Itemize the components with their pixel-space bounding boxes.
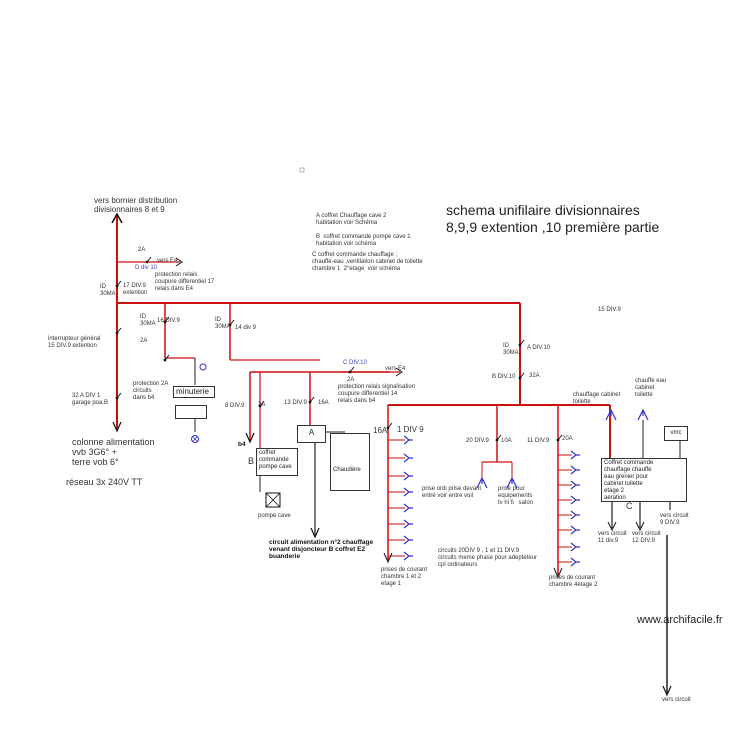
label-reseau: réseau 3x 240V TT (66, 477, 143, 487)
label-prises-ch12: prises de courant chambre 1 et 2 etage 1 (381, 567, 428, 587)
label-colonne: colonne alimentation vvb 3G6° + terre vo… (72, 437, 155, 467)
chaudiere-box: Chaudière (330, 433, 370, 491)
label-pompe: pompe cave (258, 513, 291, 519)
label-2a-c: 2A (347, 377, 355, 383)
label-16a-div9: 16A (373, 426, 388, 435)
label-box-c: C (626, 501, 633, 511)
label-10a: 10A (501, 438, 512, 444)
label-prise-ordi: prise ordi prise devant entré voir entre… (422, 486, 482, 499)
label-box-b: B (248, 456, 255, 466)
label-prise-equip: prise pour equipements tv hi fi salon (498, 486, 534, 506)
label-b-div10: B DIV.10 (492, 374, 516, 380)
label-div17: 17 DIV.9 extention (123, 283, 148, 296)
label-2a-div8: 2A (258, 402, 266, 408)
note-a: A coffret Chauffage cave 2 habitation vo… (316, 213, 387, 226)
label-protection-relais2: protection relais signalisation coupure … (338, 384, 416, 404)
label-div1: 1 DIV 9 (397, 425, 424, 434)
label-chauffe-eau: chauffe eau cabinet toilette (635, 378, 667, 398)
label-div14: 14 div 9 (235, 325, 257, 331)
vmc-box: vmc (664, 426, 688, 441)
label-div16: 16 DIV.9 (157, 318, 180, 324)
relay-box (175, 405, 207, 419)
note-b: B coffret commande pompe cave 1 habitati… (316, 234, 411, 247)
label-32a-div1: 32 A DIV 1 garage poa.B (72, 393, 109, 406)
label-div13: 13 DIV.9 (284, 400, 307, 406)
label-c-div10: C DIV.10 (343, 360, 367, 366)
label-20a: 20A (562, 436, 573, 442)
label-vers-e4-top: vers E4 (157, 258, 178, 264)
label-vers-c9: vers circuit 9 DIV.9 (660, 513, 689, 526)
watermark: www.archifacile.fr (637, 614, 723, 626)
label-16a-div13: 16A (318, 400, 329, 406)
label-protection-2a: protection 2A circuits dans b4 (133, 381, 169, 401)
label-div20: 20 DIV.9 (466, 438, 489, 444)
label-div15: 15 DIV.9 (598, 307, 621, 313)
label-2a-top: 2A (138, 247, 146, 253)
label-vers-c11: vers circuit 11 div.9 (598, 531, 627, 544)
label-vers-e4-mid: vers E4 (385, 366, 406, 372)
label-vers-circuit: vers circuit (662, 697, 691, 703)
label-id4: ID 30MA (503, 343, 519, 356)
minuterie-box: minuterie (173, 386, 215, 398)
label-id1: ID 30MA (100, 284, 116, 297)
label-id3: ID 30MA (215, 317, 231, 330)
label-b4: b4 (238, 441, 246, 448)
coffret-c: Coffret commande chauffage chauffe eau g… (601, 458, 687, 502)
label-circuits-20: circuits 20DIV 9 , 1 et 11 DIV.9 circuit… (438, 548, 538, 568)
coffret-b: coffret commande pompe cave (256, 448, 298, 476)
label-d-div10: D div 10 (135, 265, 158, 271)
note-c: C coffret commande chauffage ; chauffe-e… (312, 252, 423, 272)
label-div11: 11 DIV.9 (527, 438, 550, 444)
label-chauffage-cabinet: chauffage cabinet toilette (573, 392, 621, 405)
label-interrupteur-general: interrupteur général 15 DIV.9 extention (48, 336, 101, 349)
label-protection-relais: protection relais coupure differentiel 1… (155, 272, 215, 292)
coffret-a: A (297, 425, 326, 443)
label-2a-mid: 2A (140, 338, 148, 344)
label-prises-ch4: prises de courant chambre 4etage 2 (549, 575, 598, 588)
label-vers-c12: vers circuit 12 DIV.9 (632, 531, 661, 544)
diagram-subtitle: 8,9,9 extention ,10 première partie (446, 219, 660, 235)
label-div8: 8 DIV.9 (225, 403, 245, 409)
label-bornier: vers bornier distribution divisionnaires… (94, 196, 178, 214)
diagram-title: schema unifilaire divisionnaires (446, 202, 640, 218)
label-id2: ID 30MA (140, 314, 156, 327)
label-a-div10: A DIV.10 (527, 345, 551, 351)
label-circuit-chauffage: circuit alimentation n°2 chauffage venan… (269, 539, 374, 560)
label-32a-b: 32A (529, 373, 540, 379)
